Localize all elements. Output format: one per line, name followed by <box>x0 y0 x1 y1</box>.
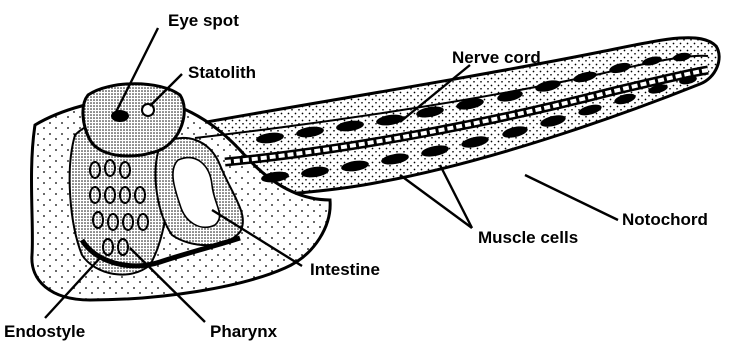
eye-spot-cell <box>111 110 129 122</box>
label-endostyle: Endostyle <box>4 322 85 341</box>
label-notochord: Notochord <box>622 210 708 229</box>
muscle-cells-leader-2 <box>400 175 472 228</box>
label-pharynx: Pharynx <box>210 322 278 341</box>
label-nerve-cord: Nerve cord <box>452 48 541 67</box>
statolith-cell <box>142 104 154 116</box>
notochord-leader <box>525 175 618 220</box>
label-muscle-cells: Muscle cells <box>478 228 578 247</box>
label-statolith: Statolith <box>188 63 256 82</box>
sensory-vesicle <box>83 84 184 156</box>
label-intestine: Intestine <box>310 260 380 279</box>
muscle-cells-leader-1 <box>440 165 472 228</box>
label-eye-spot: Eye spot <box>168 11 239 30</box>
